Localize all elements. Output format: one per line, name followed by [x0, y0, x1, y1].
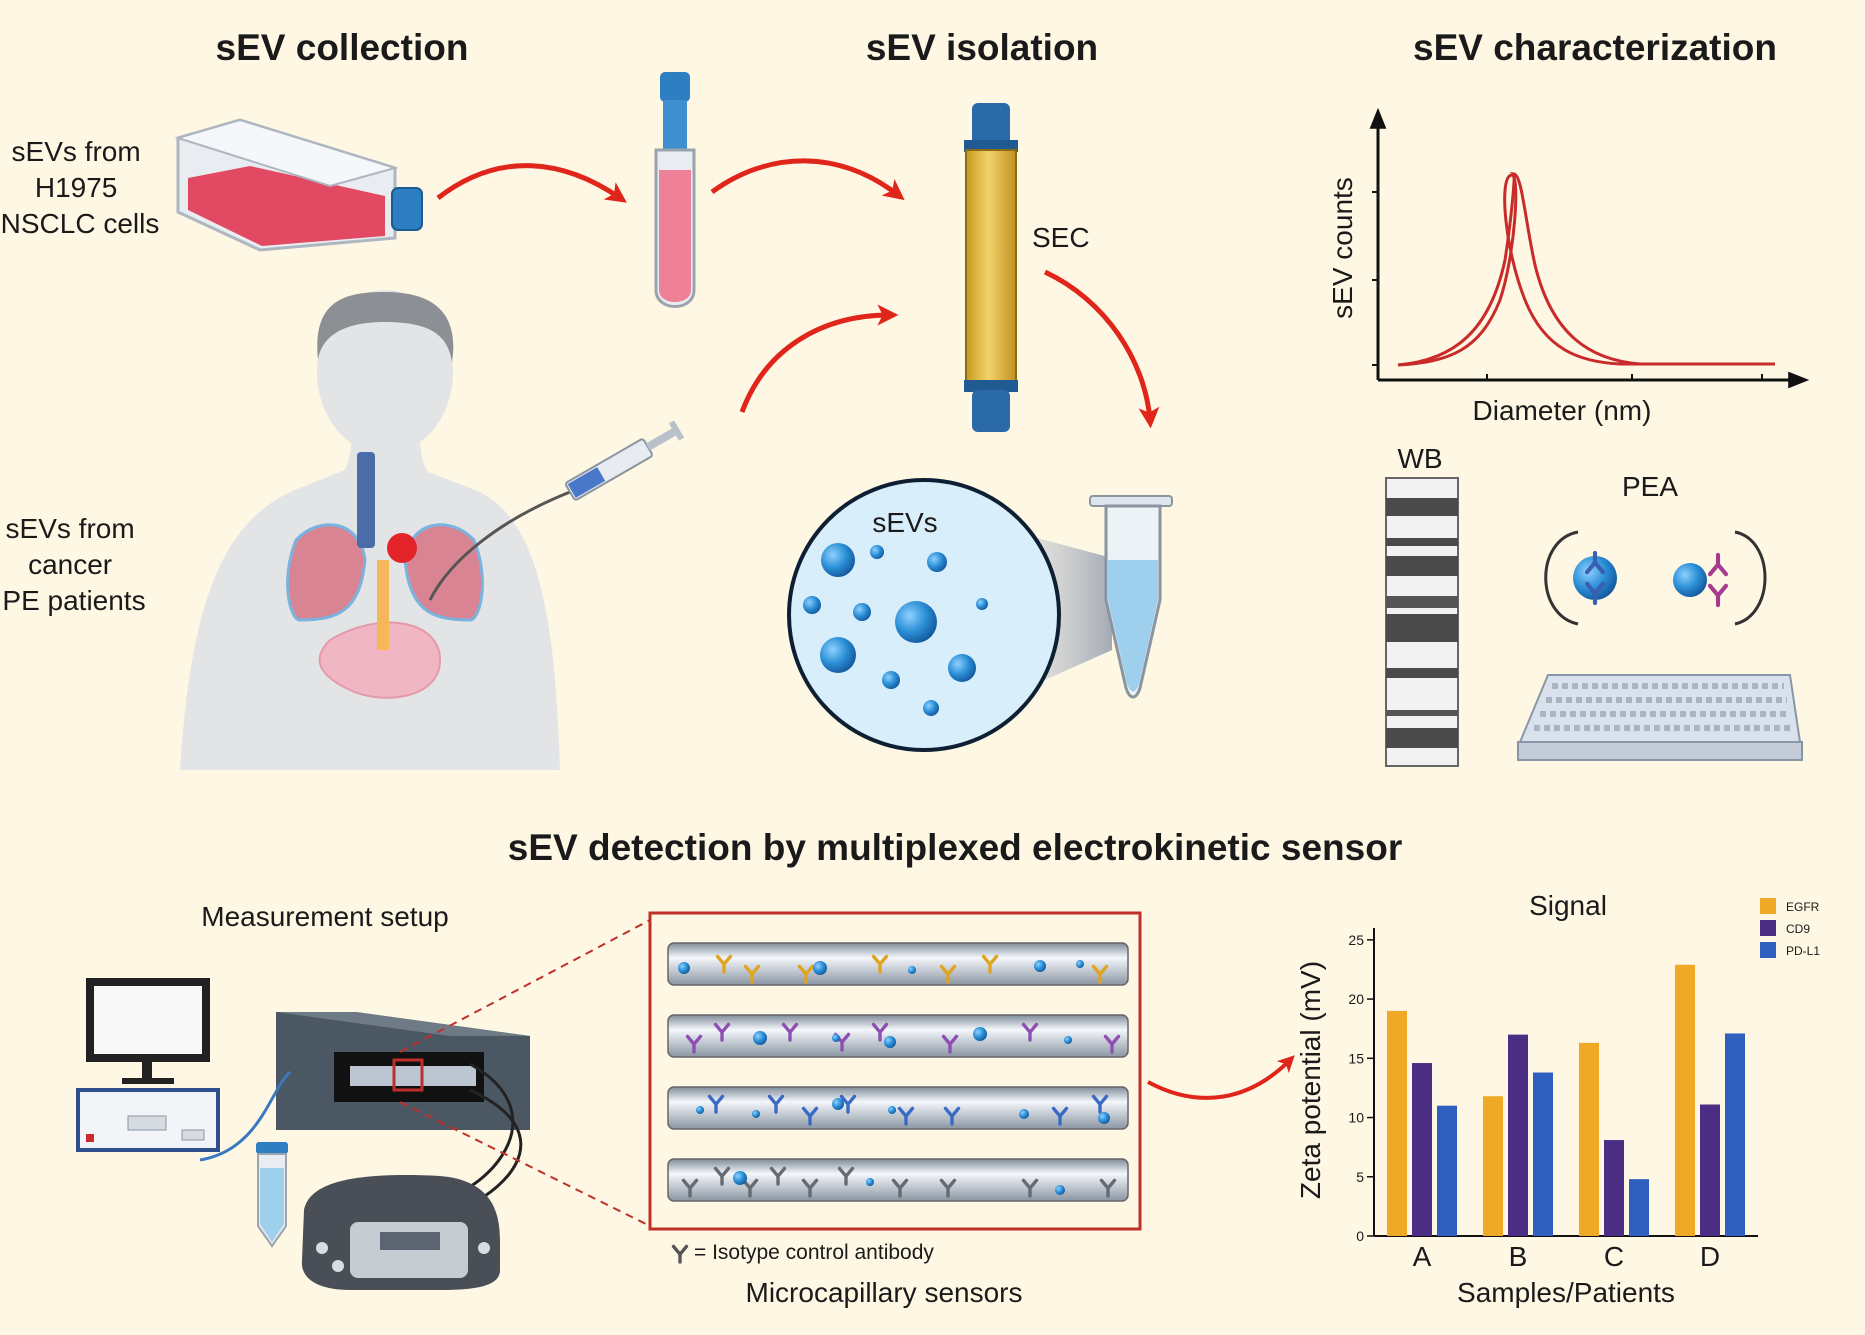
- sevs-label: sEVs: [872, 507, 937, 538]
- size-distribution-plot: [1369, 107, 1810, 389]
- chart-bar-egfr-a: [1387, 1010, 1407, 1236]
- chart-y-tick-label: 25: [1348, 932, 1364, 948]
- chart-bar-egfr-b: [1483, 1096, 1503, 1236]
- chart-legend-swatch: [1760, 942, 1776, 958]
- arrow-tube-to-sec: [710, 158, 905, 201]
- chart-bar-cd9-c: [1604, 1140, 1624, 1236]
- chart-bar-egfr-c: [1579, 1042, 1599, 1236]
- chart-xlabel: Samples/Patients: [1457, 1277, 1675, 1308]
- arrow-sensor-to-chart: [1147, 1055, 1295, 1100]
- patient-body-icon: [180, 290, 560, 770]
- chart-bar-cd9-d: [1700, 1104, 1720, 1236]
- capillary-2: [667, 1014, 1129, 1058]
- size-plot-xlabel: Diameter (nm): [1473, 395, 1652, 426]
- pea-assay-icon: [1544, 530, 1767, 626]
- heading-characterization: sEV characterization: [1413, 27, 1777, 68]
- heading-collection: sEV collection: [216, 27, 469, 68]
- sev-magnified-view: [787, 478, 1061, 752]
- zoom-lines: [399, 919, 651, 1227]
- heading-detection: sEV detection by multiplexed electrokine…: [508, 827, 1402, 868]
- heading-isolation: sEV isolation: [866, 27, 1098, 68]
- chart-x-tick-label: C: [1604, 1241, 1624, 1272]
- capillary-4: [667, 1158, 1129, 1202]
- tubing-line: [199, 1070, 292, 1162]
- chart-ylabel: Zeta potential (mV): [1295, 961, 1326, 1199]
- chart-legend-label: EGFR: [1786, 900, 1820, 914]
- arrow-sec-to-sevs: [1043, 269, 1160, 429]
- sec-label: SEC: [1032, 222, 1090, 253]
- setup-label: Measurement setup: [201, 901, 448, 932]
- chart-legend-swatch: [1760, 898, 1776, 914]
- isotype-antibody-icon: [671, 1244, 689, 1264]
- wb-label: WB: [1397, 443, 1442, 474]
- chart-legend-swatch: [1760, 920, 1776, 936]
- sensor-chamber-icon: [276, 1012, 530, 1130]
- sec-column-icon: [964, 103, 1018, 432]
- size-plot-ylabel: sEV counts: [1327, 177, 1358, 319]
- chart-bar-pd-l1-d: [1725, 1033, 1745, 1236]
- chart-y-tick-label: 20: [1348, 991, 1364, 1007]
- zeta-potential-chart: Signal Zeta potential (mV) Samples/Patie…: [1295, 890, 1820, 1308]
- chart-x-tick-label: D: [1700, 1241, 1720, 1272]
- pea-label: PEA: [1622, 471, 1678, 502]
- culture-flask-icon: [174, 118, 423, 252]
- cells-label: sEVs from H1975 NSCLC cells: [1, 136, 160, 239]
- chart-bar-pd-l1-b: [1533, 1072, 1553, 1236]
- chart-bar-pd-l1-a: [1437, 1105, 1457, 1236]
- arrow-flask-to-tube: [436, 163, 627, 203]
- chart-x-tick-label: B: [1509, 1241, 1528, 1272]
- chart-y-tick-label: 5: [1356, 1169, 1364, 1185]
- computer-monitor-icon: [86, 978, 210, 1084]
- chart-title: Signal: [1529, 890, 1607, 921]
- arrow-patient-to-sec: [739, 304, 899, 413]
- well-plate-icon: [1517, 674, 1803, 761]
- chart-bar-egfr-d: [1675, 964, 1695, 1236]
- chart-legend-label: CD9: [1786, 922, 1810, 936]
- chart-legend-label: PD-L1: [1786, 944, 1820, 958]
- capillary-3: [667, 1086, 1129, 1130]
- patients-label: sEVs from cancer PE patients: [2, 513, 145, 616]
- capillary-1: [667, 942, 1129, 986]
- isotype-legend: = Isotype control antibody: [694, 1241, 934, 1264]
- eppendorf-tube-icon: [1089, 495, 1173, 699]
- instrument-box-icon: [76, 1088, 220, 1152]
- electrometer-device-icon: [301, 1175, 500, 1290]
- chart-x-tick-label: A: [1413, 1241, 1432, 1272]
- sensors-label: Microcapillary sensors: [746, 1277, 1023, 1308]
- chart-bar-cd9-a: [1412, 1063, 1432, 1236]
- sample-tube-icon: [256, 1142, 288, 1248]
- chart-bar-cd9-b: [1508, 1034, 1528, 1236]
- chart-y-tick-label: 15: [1348, 1050, 1364, 1066]
- chart-y-tick-label: 10: [1348, 1110, 1364, 1126]
- western-blot-strip: [1385, 477, 1459, 767]
- syringe-icon: [428, 420, 685, 601]
- chart-y-tick-label: 0: [1356, 1228, 1364, 1244]
- blood-tube-icon: [654, 72, 696, 308]
- chart-bar-pd-l1-c: [1629, 1179, 1649, 1236]
